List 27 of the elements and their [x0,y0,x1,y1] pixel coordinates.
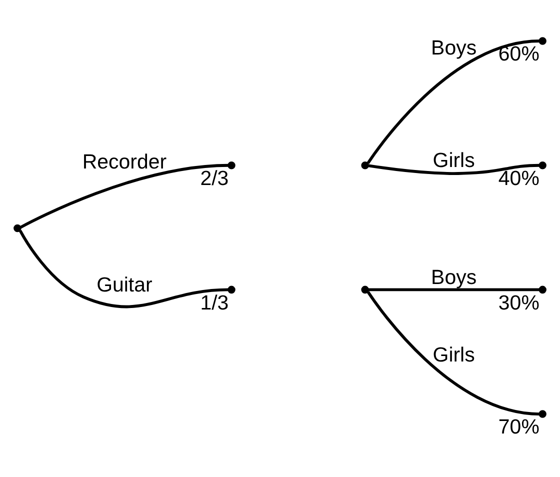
node-point [361,161,369,170]
node-label: 1/3 [200,291,229,314]
node-label: 2/3 [200,166,229,190]
edge-label: Girls [432,149,475,172]
edge-label: Guitar [96,273,152,296]
connector [18,230,228,308]
node-label: 40% [498,166,540,190]
node-point [14,224,22,232]
connector [366,291,540,416]
node-label: 70% [498,416,540,439]
connector [368,288,540,292]
node-point [538,37,546,45]
node-point [228,286,236,294]
edge-label: Boys [431,266,477,290]
edge-label: Girls [432,344,475,367]
node-point [361,286,369,294]
node-point [538,410,546,418]
node-point [228,161,236,170]
connector [20,164,228,229]
connector [366,40,540,164]
edge-label: Recorder [82,150,167,174]
edge-label: Boys [431,36,477,60]
node-point [538,286,546,294]
node-label: 60% [498,42,540,66]
connector [368,164,540,175]
node-point [538,161,546,170]
node-label: 30% [498,291,540,314]
